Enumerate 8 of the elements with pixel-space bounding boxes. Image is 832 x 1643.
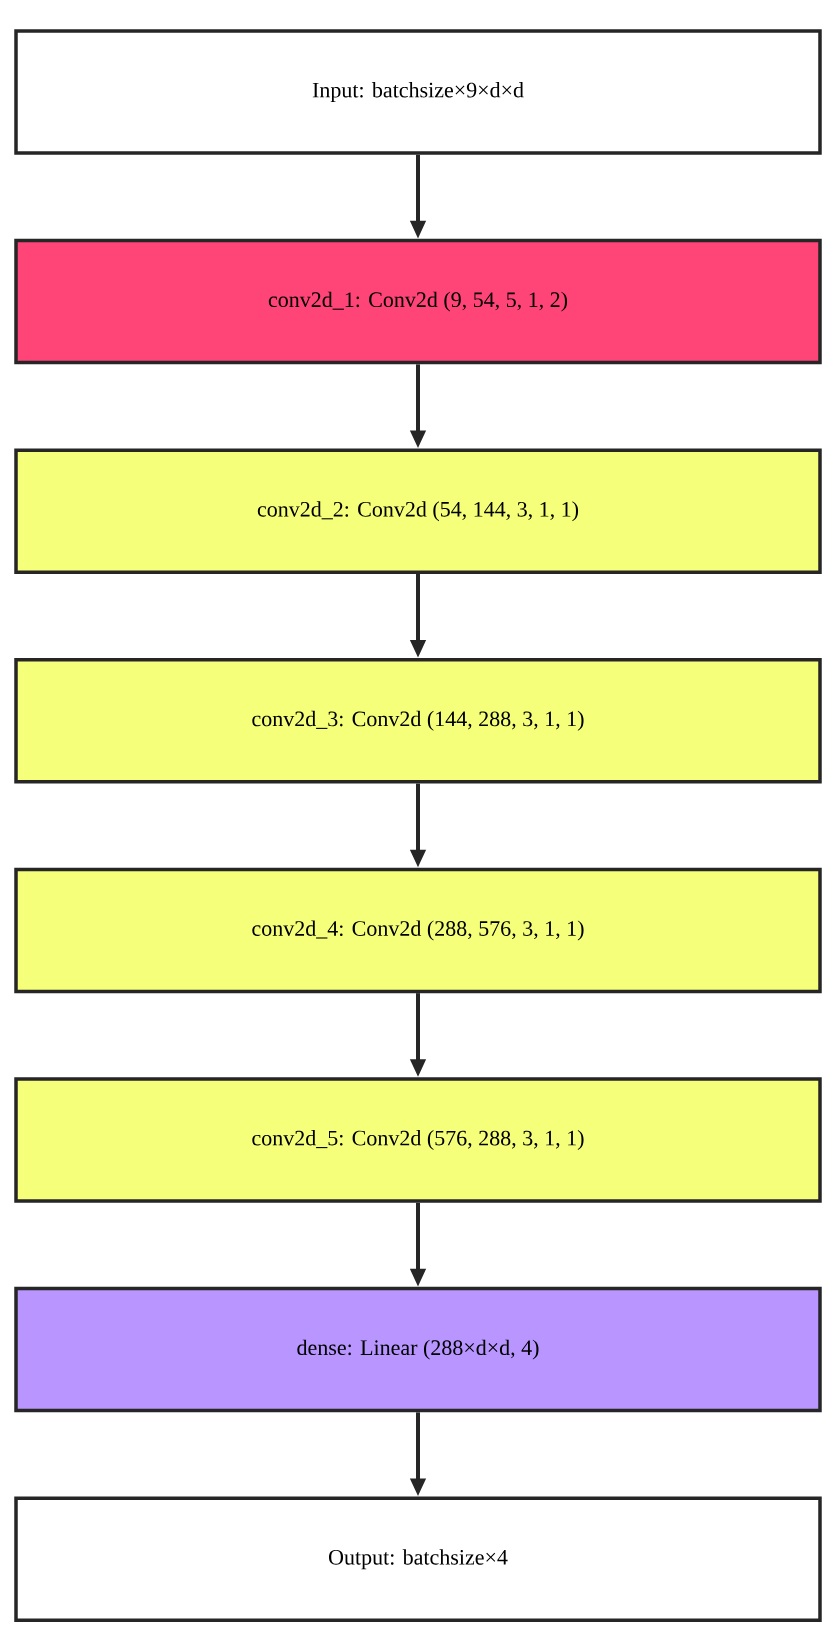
input-box: Input: batchsize×9×d×d bbox=[14, 29, 822, 155]
layer-box: conv2d_5: Conv2d (576, 288, 3, 1, 1) bbox=[14, 1077, 822, 1203]
layer-box: conv2d_4: Conv2d (288, 576, 3, 1, 1) bbox=[14, 867, 822, 994]
layer-box: conv2d_2: Conv2d (54, 144, 3, 1, 1) bbox=[14, 448, 822, 574]
layer-box: dense: Linear (288×d×d, 4) bbox=[14, 1286, 822, 1413]
output-box: Output: batchsize×4 bbox=[14, 1496, 822, 1622]
layer-box: conv2d_1: Conv2d (9, 54, 5, 1, 2) bbox=[14, 238, 822, 365]
layer-box: conv2d_3: Conv2d (144, 288, 3, 1, 1) bbox=[14, 658, 822, 784]
